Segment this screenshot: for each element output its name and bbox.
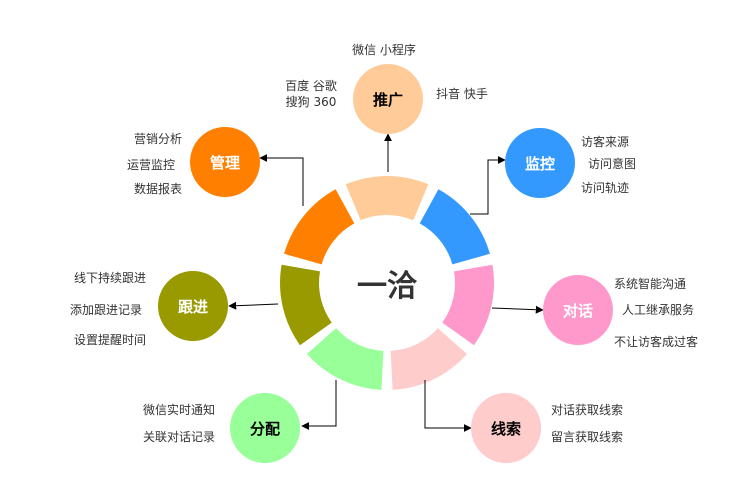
promotion-detail-left-2: 搜狗 360: [286, 94, 337, 109]
node-dialog-label: 对话: [563, 302, 593, 320]
manage-detail-2: 运营监控: [127, 158, 175, 172]
center-title: 一洽: [357, 269, 418, 304]
node-distribute-label: 分配: [250, 420, 280, 438]
ring-segment-manage: [284, 189, 355, 265]
node-monitor-circle: [505, 128, 575, 198]
connector-dialog: [491, 305, 544, 314]
connector-distribute: [301, 380, 337, 430]
ring-segment-promotion: [345, 176, 429, 221]
connector-monitor: [470, 156, 506, 215]
ring-segment-dialog: [442, 264, 494, 346]
node-followup[interactable]: 跟进: [158, 271, 228, 341]
dialog-detail-2: 人工继承服务: [622, 302, 694, 317]
connector-manage: [259, 154, 304, 206]
dialog-detail-1: 系统智能沟通: [614, 276, 686, 291]
leads-detail-2: 留言获取线索: [551, 430, 623, 444]
node-leads-circle: [471, 393, 541, 463]
node-followup-label: 跟进: [178, 298, 208, 316]
followup-detail-1: 线下持续跟进: [74, 270, 146, 285]
promotion-detail-right: 抖音 快手: [436, 86, 488, 101]
followup-detail-3: 设置提醒时间: [74, 332, 146, 347]
monitor-detail-1: 访客来源: [581, 134, 629, 149]
ring-segment-followup: [280, 264, 332, 346]
manage-detail-1: 营销分析: [134, 132, 182, 146]
distribute-detail-2: 关联对话记录: [143, 430, 215, 444]
node-dialog-circle: [543, 275, 613, 345]
node-manage-circle: [190, 127, 260, 197]
node-distribute[interactable]: 分配: [230, 393, 300, 463]
node-followup-circle: [158, 271, 228, 341]
ring-segment-leads: [390, 328, 467, 390]
ring-segment-monitor: [419, 189, 490, 265]
promotion-detail-left-1: 百度 谷歌: [285, 78, 337, 93]
followup-detail-2: 添加跟进记录: [70, 303, 142, 317]
leads-detail-1: 对话获取线索: [551, 403, 623, 417]
monitor-detail-2: 访问意图: [588, 156, 636, 171]
connectors: [228, 133, 544, 432]
node-dialog[interactable]: 对话: [543, 275, 613, 345]
promotion-detail-top: 微信 小程序: [352, 42, 416, 57]
node-promotion[interactable]: 推广: [353, 64, 423, 134]
distribute-detail-1: 微信实时通知: [143, 402, 215, 417]
manage-detail-3: 数据报表: [134, 181, 182, 196]
node-promotion-label: 推广: [373, 91, 403, 109]
node-manage[interactable]: 管理: [190, 127, 260, 197]
node-leads-label: 线索: [491, 420, 521, 438]
node-promotion-circle: [353, 64, 423, 134]
node-monitor[interactable]: 监控: [505, 128, 575, 198]
node-monitor-label: 监控: [525, 155, 555, 173]
center-ring: [280, 176, 494, 390]
connector-followup: [228, 301, 279, 310]
monitor-detail-3: 访问轨迹: [581, 181, 629, 195]
dialog-detail-3: 不让访客成过客: [614, 334, 698, 349]
connector-leads: [424, 380, 472, 432]
node-leads[interactable]: 线索: [471, 393, 541, 463]
node-manage-label: 管理: [210, 154, 240, 172]
node-distribute-circle: [230, 393, 300, 463]
ring-segment-distribute: [307, 328, 384, 390]
